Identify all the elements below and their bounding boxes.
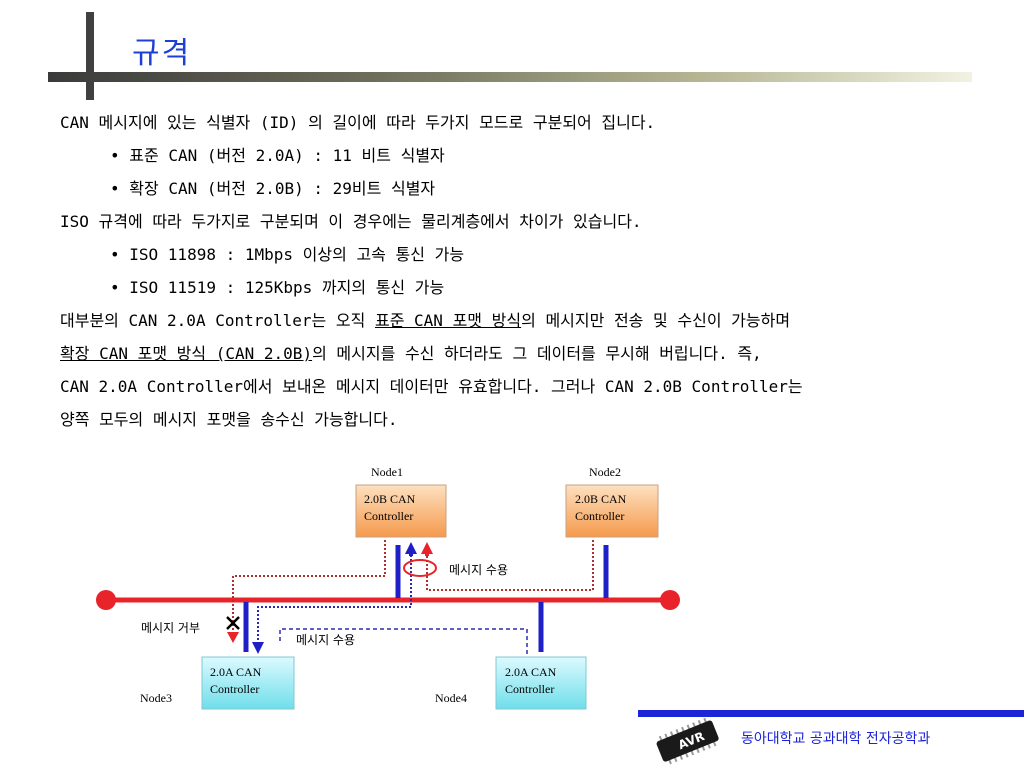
body-line-1: CAN 메시지에 있는 식별자 (ID) 의 길이에 따라 두가지 모드로 구분…	[60, 113, 656, 132]
slide-title: 규격	[132, 36, 192, 71]
node2-line1: 2.0B CAN	[575, 492, 627, 506]
avr-chip-logo: AVR	[656, 717, 719, 765]
footer-text: 동아대학교 공과대학 전자공학과	[741, 731, 931, 747]
node4-controller-box	[495, 656, 587, 710]
title-horizontal-bar	[48, 72, 972, 82]
node3-line2: Controller	[210, 682, 259, 696]
bullet-standard-can: • 표준 CAN (버전 2.0A) : 11 비트 식별자	[110, 146, 445, 165]
footer-rule	[638, 710, 1024, 717]
accept-message-path-node3	[257, 555, 412, 642]
underlined-text: 확장 CAN 포맷 방식 (CAN 2.0B)	[60, 344, 313, 363]
node3-line1: 2.0A CAN	[210, 665, 262, 679]
message-path-node2	[426, 540, 594, 591]
accept-highlight-ellipse	[403, 559, 437, 577]
node2-line2: Controller	[575, 509, 624, 523]
node1-label: Node1	[371, 465, 403, 479]
para-line-1: 대부분의 CAN 2.0A Controller는 오직 표준 CAN 포맷 방…	[60, 304, 980, 337]
bus-terminator-left	[96, 590, 116, 610]
msg-accept-label-1: 메시지 수용	[449, 563, 508, 577]
node4-line2: Controller	[505, 682, 554, 696]
accept-arrow-node3	[252, 642, 264, 654]
bullet-iso-11898: • ISO 11898 : 1Mbps 이상의 고속 통신 가능	[110, 245, 465, 264]
para-line-2: 확장 CAN 포맷 방식 (CAN 2.0B)의 메시지를 수신 하더라도 그 …	[60, 337, 980, 370]
node1-send-arrow	[421, 542, 433, 554]
node2-label: Node2	[589, 465, 621, 479]
node3-label: Node3	[140, 691, 172, 705]
para-text: 의 메시지만 전송 및 수신이 가능하며	[521, 311, 791, 330]
bullet-iso-11519: • ISO 11519 : 125Kbps 까지의 통신 가능	[110, 278, 445, 297]
bus-terminator-right	[660, 590, 680, 610]
reject-message-path	[232, 540, 386, 632]
node3-controller-box	[201, 656, 295, 710]
slide-body: CAN 메시지에 있는 식별자 (ID) 의 길이에 따라 두가지 모드로 구분…	[60, 106, 980, 436]
node4-line1: 2.0A CAN	[505, 665, 557, 679]
message-path-node4	[279, 628, 528, 656]
bullet-extended-can: • 확장 CAN (버전 2.0B) : 29비트 식별자	[110, 179, 436, 198]
node1-controller-box	[355, 484, 447, 538]
msg-accept-label-2: 메시지 수용	[296, 633, 355, 647]
node2-controller-box	[565, 484, 659, 538]
msg-reject-label: 메시지 거부	[141, 621, 200, 635]
body-line-iso: ISO 규격에 따라 두가지로 구분되며 이 경우에는 물리계층에서 차이가 있…	[60, 212, 642, 231]
node4-label: Node4	[435, 691, 467, 705]
node1-line2: Controller	[364, 509, 413, 523]
para-line-4: 양쪽 모두의 메시지 포맷을 송수신 가능합니다.	[60, 410, 398, 429]
para-text: 대부분의 CAN 2.0A Controller는 오직	[60, 311, 375, 330]
para-line-3: CAN 2.0A Controller에서 보내온 메시지 데이터만 유효합니다…	[60, 377, 803, 396]
reject-x-icon	[226, 616, 240, 630]
underlined-text: 표준 CAN 포맷 방식	[374, 311, 522, 330]
title-vertical-bar	[86, 12, 94, 100]
para-text: 의 메시지를 수신 하더라도 그 데이터를 무시해 버립니다. 즉,	[312, 344, 762, 363]
reject-arrow	[227, 632, 239, 643]
node1-line1: 2.0B CAN	[364, 492, 416, 506]
node1-receive-arrow	[405, 542, 417, 554]
